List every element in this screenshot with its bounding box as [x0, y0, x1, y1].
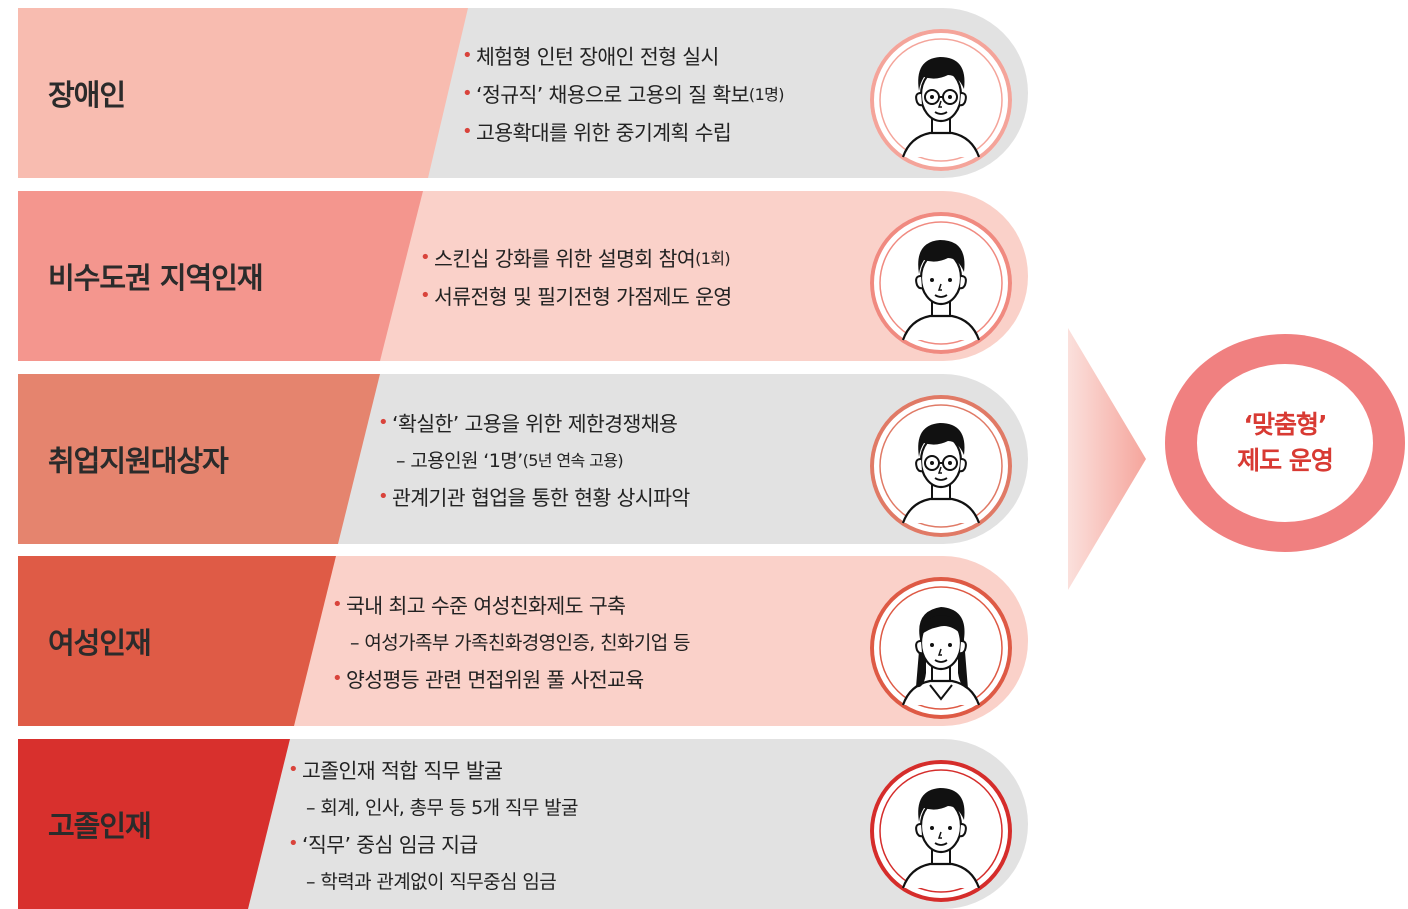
bullet-text: ‘확실한’ 고용을 위한 제한경쟁채용: [392, 412, 678, 436]
bullet-item: •고용확대를 위한 중기계획 수립: [462, 112, 784, 150]
person-icon: [870, 212, 1012, 354]
bullet-dot-icon: •: [420, 284, 431, 306]
bullet-dot-icon: •: [462, 82, 473, 104]
person-icon: [870, 760, 1012, 902]
bullet-item: •국내 최고 수준 여성친화제도 구축: [332, 585, 690, 623]
sub-item: – 학력과 관계없이 직무중심 임금: [288, 862, 578, 898]
bullet-note: (5년 연속 고용): [522, 451, 624, 470]
bullet-list: •국내 최고 수준 여성친화제도 구축– 여성가족부 가족친화경영인증, 친화기…: [332, 585, 691, 697]
bullet-text: – 여성가족부 가족친화경영인증, 친화기업 등: [350, 631, 691, 654]
category-row: 장애인•체험형 인턴 장애인 전형 실시•‘정규직’ 채용으로 고용의 질 확보…: [18, 8, 1028, 178]
bullet-list: •체험형 인턴 장애인 전형 실시•‘정규직’ 채용으로 고용의 질 확보(1명…: [462, 36, 785, 150]
bullet-dot-icon: •: [378, 411, 389, 433]
sub-item: – 고용인원 ‘1명’(5년 연속 고용): [378, 441, 690, 477]
glasses-person-icon: [870, 29, 1012, 171]
row-label-panel: [18, 374, 380, 544]
category-row: 여성인재•국내 최고 수준 여성친화제도 구축– 여성가족부 가족친화경영인증,…: [18, 556, 1028, 726]
row-background: [18, 739, 1028, 909]
bullet-item: •‘정규직’ 채용으로 고용의 질 확보(1명): [462, 74, 785, 112]
bullet-list: •고졸인재 적합 직무 발굴– 회계, 인사, 총무 등 5개 직무 발굴•‘직…: [288, 750, 579, 898]
woman-icon: [870, 577, 1012, 719]
row-label-panel: [18, 739, 290, 909]
chevron-right-arrow-icon: [1068, 328, 1146, 590]
custom-system-circle: ‘맞춤형’ 제도 운영: [1165, 334, 1405, 552]
bullet-item: •스킨십 강화를 위한 설명회 참여(1회): [420, 238, 732, 276]
result-line-1: ‘맞춤형’: [1243, 410, 1328, 439]
bullet-list: •스킨십 강화를 위한 설명회 참여(1회)•서류전형 및 필기전형 가점제도 …: [420, 238, 732, 314]
row-background: [18, 374, 1028, 544]
bullet-text: ‘직무’ 중심 임금 지급: [302, 833, 478, 857]
sub-item: – 여성가족부 가족친화경영인증, 친화기업 등: [332, 623, 691, 659]
bullet-dot-icon: •: [332, 667, 343, 689]
category-row: 고졸인재•고졸인재 적합 직무 발굴– 회계, 인사, 총무 등 5개 직무 발…: [18, 739, 1028, 909]
bullet-note: (1명): [748, 85, 785, 104]
bullet-item: •‘직무’ 중심 임금 지급: [288, 824, 578, 862]
bullet-dot-icon: •: [462, 44, 473, 66]
category-row: 비수도권 지역인재•스킨십 강화를 위한 설명회 참여(1회)•서류전형 및 필…: [18, 191, 1028, 361]
bullet-list: •‘확실한’ 고용을 위한 제한경쟁채용– 고용인원 ‘1명’(5년 연속 고용…: [378, 403, 690, 515]
category-title: 장애인: [48, 78, 126, 112]
category-title: 비수도권 지역인재: [48, 261, 264, 295]
bullet-item: •‘확실한’ 고용을 위한 제한경쟁채용: [378, 403, 690, 441]
bullet-item: •서류전형 및 필기전형 가점제도 운영: [420, 276, 732, 314]
custom-system-label: ‘맞춤형’ 제도 운영: [1197, 364, 1373, 522]
bullet-dot-icon: •: [288, 758, 299, 780]
sub-item: – 회계, 인사, 총무 등 5개 직무 발굴: [288, 788, 579, 824]
row-background: [18, 191, 1028, 361]
bullet-text: 체험형 인턴 장애인 전형 실시: [476, 45, 719, 69]
bullet-item: •체험형 인턴 장애인 전형 실시: [462, 36, 784, 74]
bullet-dot-icon: •: [420, 246, 431, 268]
category-title: 취업지원대상자: [48, 444, 229, 478]
bullet-text: 양성평등 관련 면접위원 풀 사전교육: [346, 668, 644, 692]
bullet-item: •양성평등 관련 면접위원 풀 사전교육: [332, 659, 690, 697]
bullet-text: – 고용인원 ‘1명’: [396, 449, 523, 472]
bullet-text: 국내 최고 수준 여성친화제도 구축: [346, 594, 626, 618]
row-label-panel: [18, 8, 468, 178]
bullet-note: (1회): [695, 249, 731, 268]
bullet-text: 스킨십 강화를 위한 설명회 참여: [434, 247, 696, 271]
bullet-text: 고용확대를 위한 중기계획 수립: [476, 121, 732, 145]
bullet-text: 관계기관 협업을 통한 현황 상시파악: [392, 486, 690, 510]
bullet-text: – 회계, 인사, 총무 등 5개 직무 발굴: [306, 796, 579, 819]
row-label-panel: [18, 556, 336, 726]
category-title: 여성인재: [48, 626, 152, 660]
category-row: 취업지원대상자•‘확실한’ 고용을 위한 제한경쟁채용– 고용인원 ‘1명’(5…: [18, 374, 1028, 544]
category-title: 고졸인재: [48, 809, 152, 843]
bullet-text: ‘정규직’ 채용으로 고용의 질 확보: [476, 83, 749, 107]
result-line-2: 제도 운영: [1237, 446, 1334, 475]
bullet-text: 서류전형 및 필기전형 가점제도 운영: [434, 285, 732, 309]
row-background: [18, 556, 1028, 726]
bullet-dot-icon: •: [462, 120, 473, 142]
bullet-text: 고졸인재 적합 직무 발굴: [302, 759, 503, 783]
bullet-dot-icon: •: [378, 485, 389, 507]
bullet-text: – 학력과 관계없이 직무중심 임금: [306, 870, 557, 893]
bullet-dot-icon: •: [288, 832, 299, 854]
bullet-dot-icon: •: [332, 593, 343, 615]
row-label-panel: [18, 191, 423, 361]
bullet-item: •관계기관 협업을 통한 현황 상시파악: [378, 477, 690, 515]
bullet-item: •고졸인재 적합 직무 발굴: [288, 750, 578, 788]
row-background: [18, 8, 1028, 178]
glasses-person-icon: [870, 395, 1012, 537]
